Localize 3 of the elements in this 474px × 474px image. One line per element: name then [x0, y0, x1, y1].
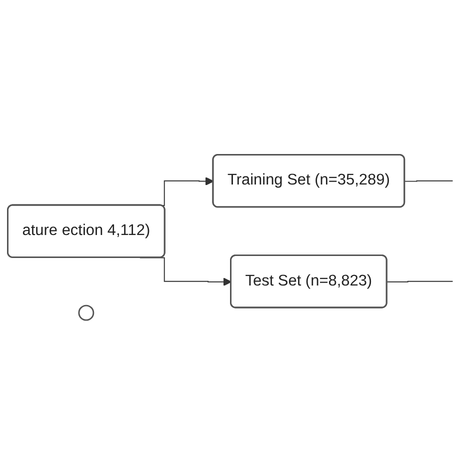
connector: [404, 180, 454, 182]
node-circle: [78, 304, 94, 320]
connector: [386, 280, 454, 282]
